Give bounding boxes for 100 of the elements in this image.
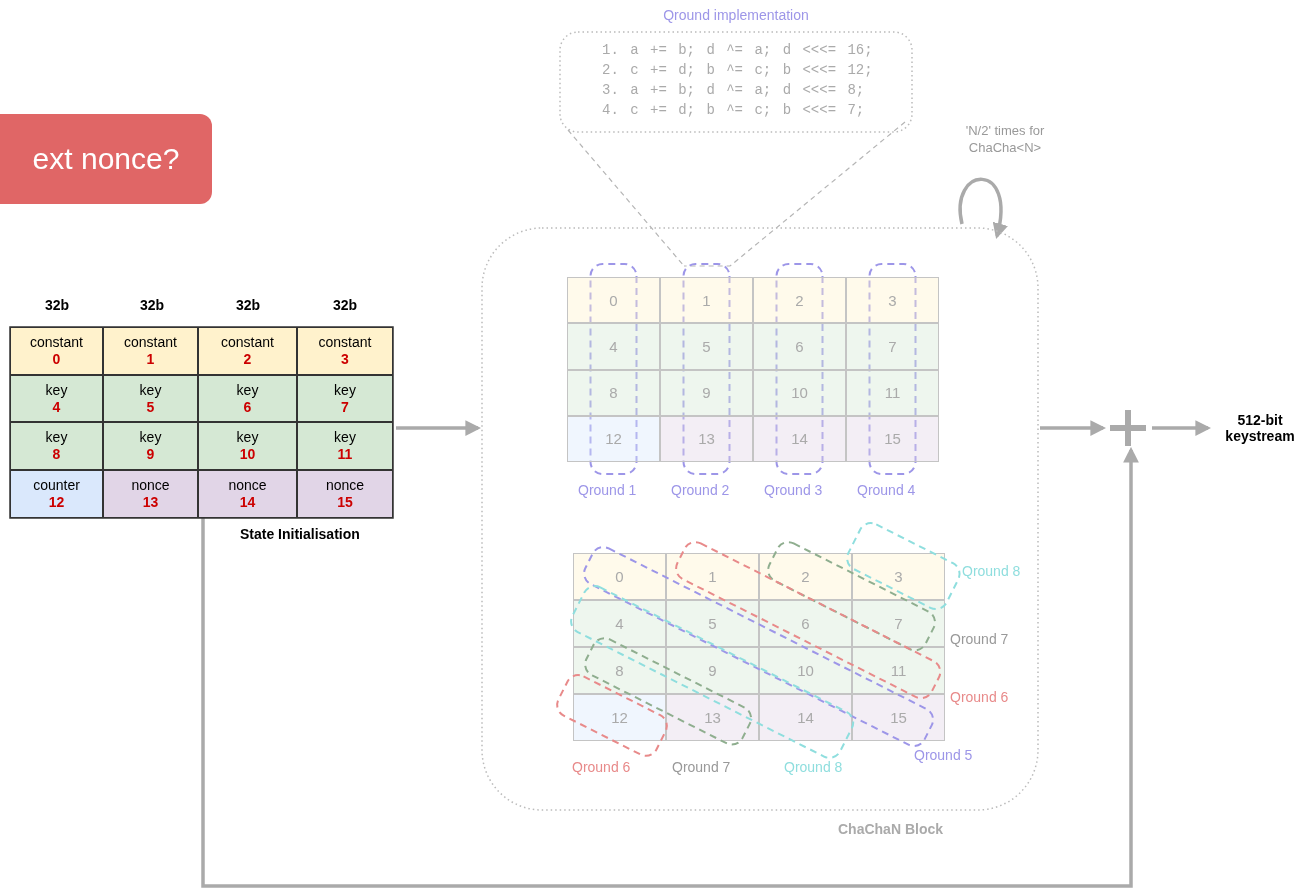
table-cell [103, 422, 198, 470]
cell-index: 7 [340, 399, 350, 416]
cell-field-name: constant [123, 334, 178, 351]
cell-field-name: key [333, 429, 357, 446]
table-cell [103, 470, 198, 518]
cell-index: 3 [340, 351, 350, 368]
grid-cell: 6 [759, 600, 852, 647]
grid-cell: 1 [660, 277, 753, 324]
grid-cell: 15 [846, 415, 939, 462]
table-cell [198, 327, 297, 375]
grid-cell: 14 [753, 415, 846, 462]
cell-index: 1 [145, 351, 156, 368]
cell-field-name: nonce [130, 477, 171, 494]
qround-label: Qround 6 [572, 759, 631, 775]
grid-cell: 7 [852, 600, 945, 647]
cell-field-name: key [138, 382, 163, 399]
code-line: 1. a += b; d ^= a; d <<<= 16; [602, 42, 873, 58]
code-line: 3. a += b; d ^= a; d <<<= 8; [602, 82, 865, 98]
cell-field-name: counter [32, 477, 81, 494]
arrow [201, 446, 1139, 888]
cell-index: 2 [242, 351, 253, 368]
cell-index: 0 [51, 351, 62, 368]
table-cell [10, 375, 103, 422]
cell-index: 12 [47, 494, 66, 511]
cell-index: 6 [242, 399, 253, 416]
grid-cell: 4 [567, 323, 660, 370]
grid-cell: 6 [753, 323, 846, 370]
cell-field-name: nonce [227, 477, 268, 494]
question-banner: ext nonce? [0, 114, 212, 204]
grid-cell: 8 [573, 647, 666, 694]
qround-label: Qround 6 [950, 689, 1009, 705]
grid-cell: 14 [759, 694, 852, 741]
grid-cell: 11 [846, 369, 939, 416]
cell-index: 4 [51, 399, 62, 416]
qround-label: Qround 8 [784, 759, 843, 775]
table-cell [198, 422, 297, 470]
grid-cell: 12 [567, 415, 660, 462]
cell-field-name: key [333, 382, 357, 399]
grid-cell: 4 [573, 600, 666, 647]
table-cell [198, 375, 297, 422]
qround-label: Qround 1 [578, 482, 637, 498]
cell-field-name: key [138, 429, 163, 446]
qround-label: Qround 2 [671, 482, 730, 498]
table-cell [297, 375, 393, 422]
table-cell [297, 470, 393, 518]
cell-field-name: key [44, 429, 69, 446]
table-cell [297, 422, 393, 470]
output-label: 512-bit keystream [1212, 406, 1308, 450]
grid-cell: 11 [852, 647, 945, 694]
grid-cell: 1 [666, 553, 759, 600]
grid-cell: 13 [666, 694, 759, 741]
grid-cell: 7 [846, 323, 939, 370]
column-width-label: 32b [138, 297, 166, 313]
column-width-label: 32b [331, 297, 359, 313]
arrow [958, 177, 1008, 240]
grid-cell: 9 [660, 369, 753, 416]
qround-label: Qround 8 [962, 563, 1021, 579]
cell-field-name: key [235, 382, 260, 399]
grid-cell: 9 [666, 647, 759, 694]
grid-cell: 8 [567, 369, 660, 416]
grid-cell: 0 [567, 277, 660, 324]
cell-field-name: constant [220, 334, 275, 351]
qround-label: Qround 3 [764, 482, 823, 498]
qround-label: Qround 5 [914, 747, 973, 763]
qround-label: Qround 4 [857, 482, 916, 498]
arrow [1040, 420, 1107, 436]
cell-index: 9 [145, 446, 156, 463]
grid-cell: 10 [759, 647, 852, 694]
grid-cell: 2 [759, 553, 852, 600]
cell-field-name: key [44, 382, 69, 399]
cell-index: 5 [145, 399, 156, 416]
table-cell [10, 422, 103, 470]
cell-index: 8 [51, 446, 62, 463]
cell-index: 14 [238, 494, 257, 511]
table-cell [198, 470, 297, 518]
cell-index: 11 [336, 446, 354, 463]
code-line: 4. c += d; b ^= c; b <<<= 7; [602, 102, 865, 118]
cell-index: 15 [336, 494, 354, 511]
grid-cell: 13 [660, 415, 753, 462]
grid-cell: 0 [573, 553, 666, 600]
cell-field-name: constant [29, 334, 84, 351]
table-cell [103, 375, 198, 422]
grid-cell: 15 [852, 694, 945, 741]
column-width-label: 32b [43, 297, 71, 313]
arrow [1152, 420, 1212, 436]
table-cell [103, 327, 198, 375]
arrow [396, 420, 482, 436]
table-cell [297, 327, 393, 375]
grid-cell: 3 [846, 277, 939, 324]
code-line: 2. c += d; b ^= c; b <<<= 12; [602, 62, 873, 78]
cell-field-name: nonce [324, 477, 366, 494]
column-width-label: 32b [234, 297, 262, 313]
grid-cell: 5 [660, 323, 753, 370]
grid-cell: 3 [852, 553, 945, 600]
table-cell [10, 327, 103, 375]
table-cell [10, 470, 103, 518]
table-caption: State Initialisation [240, 526, 360, 542]
grid-cell: 5 [666, 600, 759, 647]
block-title: ChaChaN Block [838, 821, 944, 837]
qround-label: Qround 7 [950, 631, 1009, 647]
